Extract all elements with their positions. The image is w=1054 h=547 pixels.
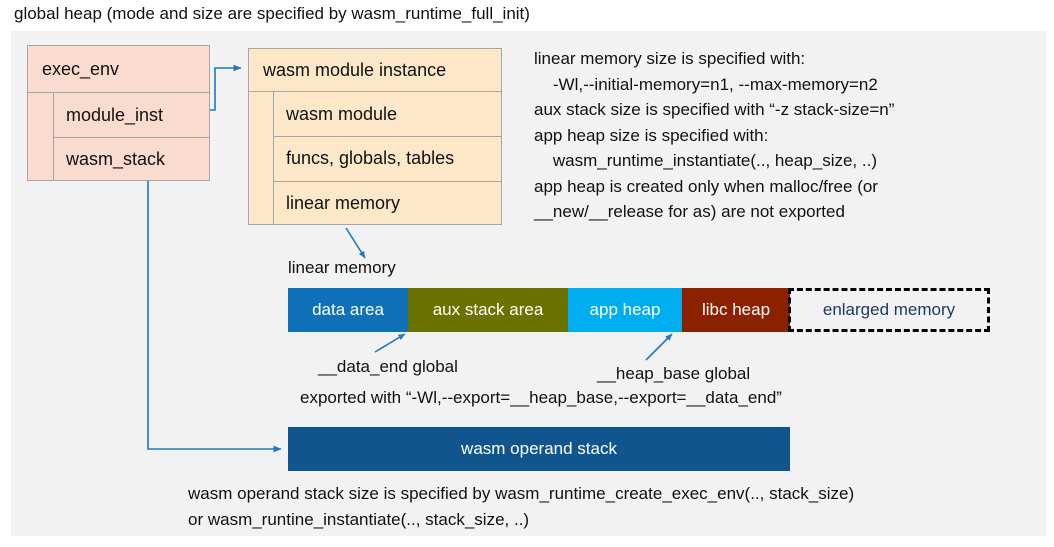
memory-segment-data-area: data area: [288, 288, 408, 332]
module-instance-fields: wasm module funcs, globals, tables linea…: [274, 92, 501, 225]
exec-env-gutter: [28, 93, 54, 181]
module-instance-field-linear-memory: linear memory: [274, 180, 501, 225]
linear-memory-bar-label: linear memory: [288, 258, 396, 277]
heap-base-callout: __heap_base global: [597, 364, 751, 383]
wasm-module-instance-box: wasm module instance wasm module funcs, …: [248, 48, 502, 225]
data-end-callout: __data_end global: [318, 357, 458, 376]
linear-memory-bar: data area aux stack area app heap libc h…: [288, 288, 990, 332]
linear-memory-note: linear memory size is specified with: -W…: [534, 49, 895, 221]
memory-segment-aux-stack-area: aux stack area: [408, 288, 568, 332]
wasm-operand-stack-box: wasm operand stack: [288, 427, 790, 471]
memory-segment-libc-heap: libc heap: [682, 288, 790, 332]
operand-stack-note: wasm operand stack size is specified by …: [188, 484, 855, 529]
memory-segment-app-heap: app heap: [568, 288, 682, 332]
module-instance-field-funcs-globals-tables: funcs, globals, tables: [274, 136, 501, 180]
exec-env-field-module-inst: module_inst: [66, 104, 164, 125]
module-instance-header: wasm module instance: [249, 49, 501, 92]
page-title: global heap (mode and size are specified…: [14, 4, 530, 23]
exec-env-body: module_inst wasm_stack: [28, 93, 209, 181]
memory-segment-enlarged-memory: enlarged memory: [788, 288, 990, 332]
module-instance-body: wasm module funcs, globals, tables linea…: [249, 92, 501, 225]
exec-env-box: exec_env module_inst wasm_stack: [27, 45, 210, 181]
export-flags-callout: exported with “-Wl,--export=__heap_base,…: [300, 388, 782, 407]
exec-env-field-wasm-stack: wasm_stack: [54, 137, 209, 181]
module-instance-field-wasm-module: wasm module: [286, 103, 398, 124]
module-instance-gutter: [249, 92, 274, 225]
exec-env-header: exec_env: [28, 46, 209, 93]
exec-env-fields: module_inst wasm_stack: [54, 93, 209, 181]
